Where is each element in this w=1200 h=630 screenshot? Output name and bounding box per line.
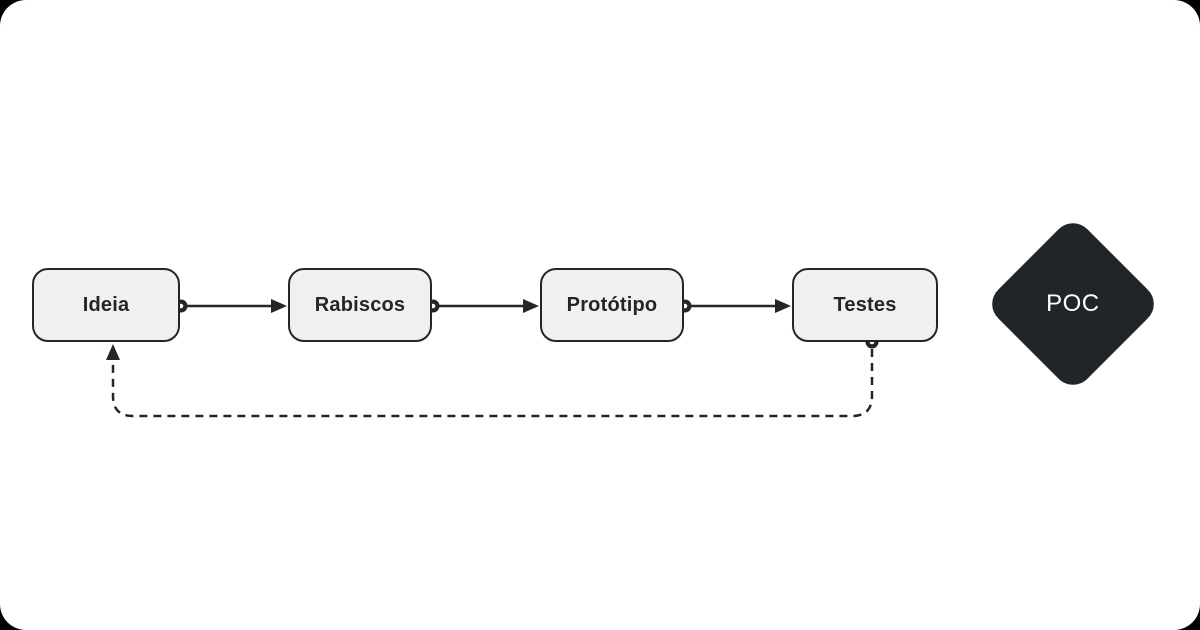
edge-testes-ideia-loop xyxy=(106,335,879,418)
edge-prototipo-testes xyxy=(678,299,791,313)
edge-dashed-path xyxy=(111,349,874,418)
arrowhead-icon xyxy=(775,299,791,313)
arrowhead-icon xyxy=(106,344,120,360)
node-rabiscos: Rabiscos xyxy=(288,268,432,342)
arrowhead-icon xyxy=(523,299,539,313)
arrowhead-icon xyxy=(271,299,287,313)
node-ideia-label: Ideia xyxy=(82,293,130,316)
node-testes-label: Testes xyxy=(833,293,897,316)
edge-rabiscos-prototipo xyxy=(426,299,539,313)
node-prototipo-label: Protótipo xyxy=(566,293,658,316)
node-rabiscos-label: Rabiscos xyxy=(314,293,406,316)
node-poc-diamond: POC xyxy=(983,214,1163,394)
node-ideia: Ideia xyxy=(32,268,180,342)
node-testes: Testes xyxy=(792,268,938,342)
edge-ideia-rabiscos xyxy=(174,299,287,313)
node-prototipo: Protótipo xyxy=(540,268,684,342)
node-poc-label: POC xyxy=(1046,289,1100,317)
